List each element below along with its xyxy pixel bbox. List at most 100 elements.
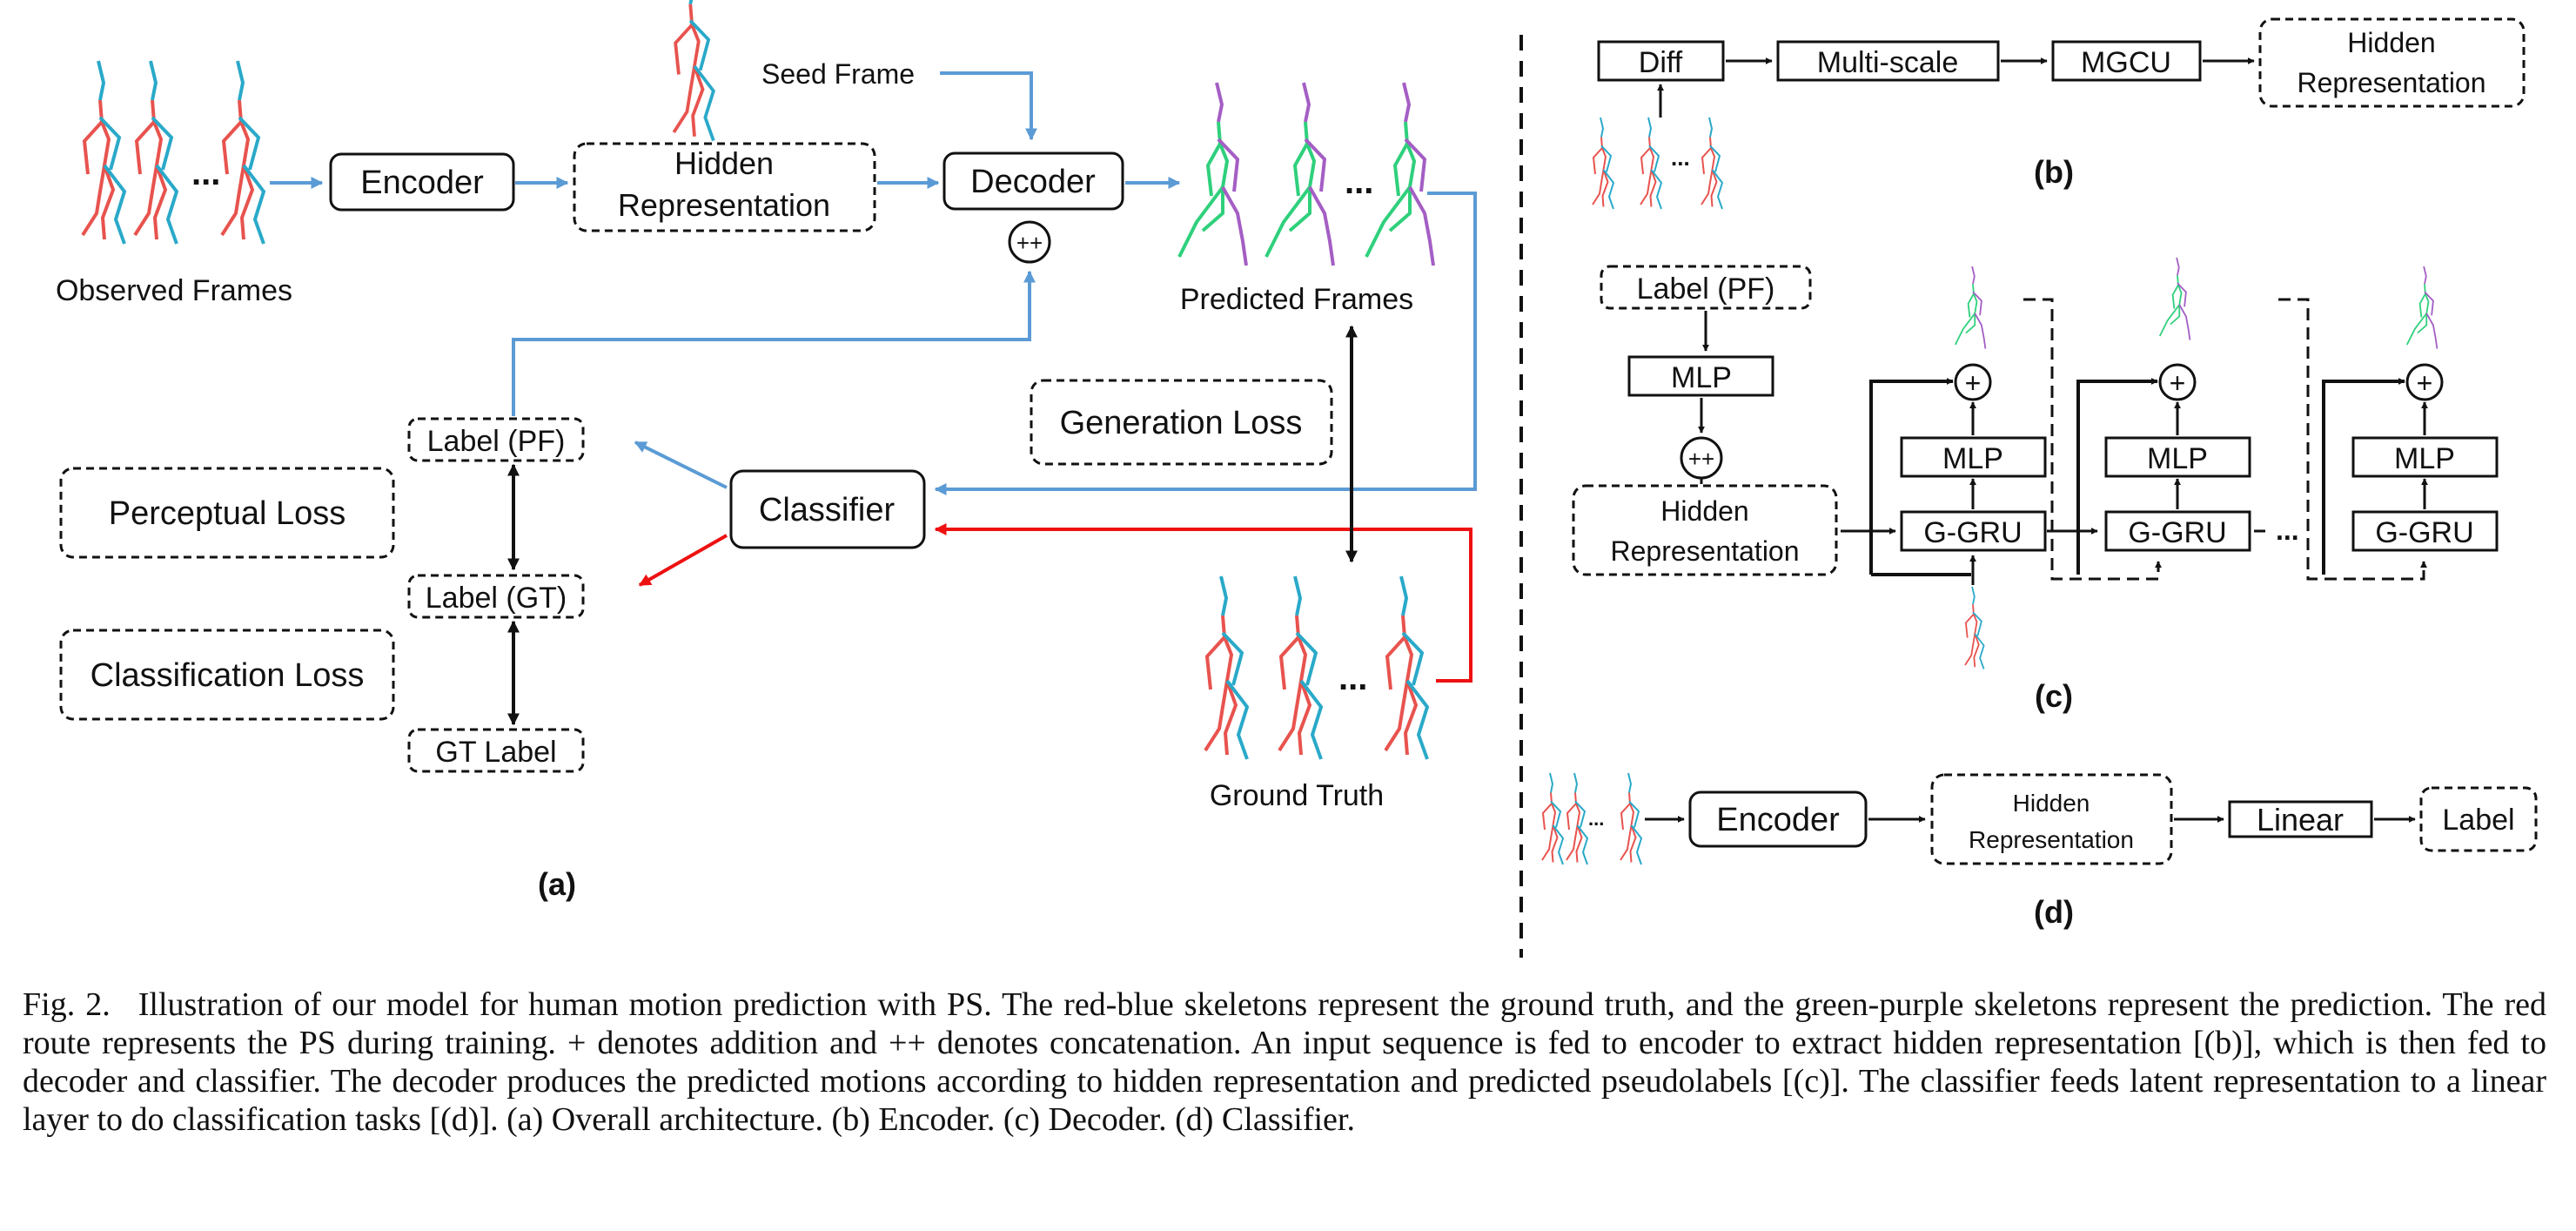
ggru-text-3: G-GRU: [2375, 516, 2473, 549]
feedback-1: [2023, 298, 2162, 581]
d-skeleton-3: [1620, 772, 1642, 865]
label-pf-box: [407, 417, 585, 462]
d-linear-box: [2228, 800, 2373, 838]
panel-a-label: (a): [538, 866, 576, 902]
c-pred-skeleton-3: [2405, 266, 2438, 350]
groundtruth-skeleton-2: [1278, 575, 1323, 761]
c-ellipsis: ...: [2276, 515, 2299, 546]
arrow-predicted-to-classifier: [934, 192, 1477, 495]
b-skeleton-3: [1701, 117, 1723, 210]
generation-loss-label: Generation Loss: [1060, 405, 1303, 441]
gt-label-text: GT Label: [435, 736, 556, 769]
ground-truth-label: Ground Truth: [1210, 779, 1384, 812]
d-hidden-line2: Representation: [1969, 826, 2134, 853]
perceptual-loss-box: [59, 467, 395, 559]
mlp-cell-box-2: [2104, 436, 2251, 478]
c-hidden-line2: Representation: [1610, 535, 1799, 567]
mgcu-label: MGCU: [2081, 46, 2171, 79]
figure-number: Fig. 2.: [23, 986, 111, 1023]
multiscale-box: [1776, 40, 2000, 82]
observed-ellipsis: ...: [191, 154, 220, 192]
c-gt-skeleton-1: [1964, 586, 1985, 670]
mlp-cell-text-1: MLP: [1942, 442, 2003, 475]
c-label-pf-box: [1600, 265, 1812, 310]
plus-circle-3: [2405, 363, 2444, 401]
c-hidden-box: [1572, 484, 1838, 576]
generation-loss-box: [1030, 379, 1333, 466]
plus-circle-1: [1954, 363, 1992, 401]
ggru-box-3: [2351, 510, 2499, 552]
b-hidden-box: [2258, 17, 2526, 108]
d-skeleton-2: [1566, 772, 1588, 865]
observed-frames-label: Observed Frames: [56, 274, 292, 307]
c-pred-skeleton-1: [1954, 266, 1987, 350]
hidden-line1: Hidden: [674, 145, 774, 181]
c-concat-circle: [1680, 436, 1723, 480]
classification-loss-box: [59, 629, 395, 721]
d-encoder-label: Encoder: [1716, 802, 1840, 838]
label-gt-box: [407, 574, 585, 619]
ggru-box-2: [2104, 510, 2251, 552]
multiscale-label: Multi-scale: [1817, 46, 1958, 79]
concat-symbol: ++: [1016, 230, 1043, 256]
predicted-ellipsis: ...: [1345, 163, 1373, 201]
caption-text: Illustration of our model for human moti…: [23, 986, 2547, 1138]
feedback-2: [2278, 298, 2427, 581]
perceptual-loss-label: Perceptual Loss: [109, 495, 346, 532]
skip-connection-2: [2076, 378, 2158, 575]
c-mlp-text: MLP: [1671, 361, 1732, 394]
predicted-skeleton-2: [1265, 81, 1335, 267]
gt-label-box: [407, 728, 585, 773]
panel-b-label: (b): [2034, 154, 2074, 190]
arrow-classifier-to-label-pf: [634, 441, 728, 489]
plus-symbol-2: +: [2170, 367, 2186, 399]
mlp-cell-box-1: [1900, 436, 2047, 478]
d-hidden-box: [1930, 773, 2173, 865]
plus-symbol-1: +: [1965, 367, 1982, 399]
d-label-box: [2419, 786, 2538, 852]
skip-connection-3: [2322, 378, 2405, 575]
groundtruth-skeleton-1: [1204, 575, 1249, 761]
ggru-text-1: G-GRU: [1923, 516, 2022, 549]
c-label-pf-text: Label (PF): [1637, 272, 1775, 306]
architecture-diagram: ... Observed Frames Encoder Hidden Repre…: [56, 0, 2538, 958]
c-pred-skeleton-2: [2158, 257, 2191, 341]
label-gt-text: Label (GT): [426, 582, 567, 615]
label-pf-text: Label (PF): [427, 425, 566, 458]
b-skeleton-2: [1640, 117, 1662, 210]
plus-symbol-3: +: [2417, 367, 2433, 399]
classifier-box: [729, 469, 926, 549]
groundtruth-skeleton-3: [1384, 575, 1429, 761]
seed-frame-label: Seed Frame: [761, 58, 915, 90]
observed-skeleton-2: [133, 59, 178, 246]
ggru-text-2: G-GRU: [2128, 516, 2226, 549]
b-skeleton-1: [1592, 117, 1614, 210]
diff-box: [1597, 40, 1725, 82]
d-encoder-box: [1688, 790, 1868, 848]
d-ellipsis: ...: [1588, 808, 1604, 830]
groundtruth-ellipsis: ...: [1338, 659, 1367, 697]
c-concat-symbol: ++: [1688, 446, 1714, 472]
skip-connection-1: [1869, 378, 1954, 575]
diff-label: Diff: [1639, 46, 1683, 79]
mgcu-box: [2051, 40, 2202, 82]
predicted-frames-label: Predicted Frames: [1180, 283, 1413, 316]
decoder-label: Decoder: [970, 164, 1096, 200]
b-hidden-line1: Hidden: [2347, 27, 2435, 58]
arrow-seed-to-decoder: [940, 71, 1037, 141]
encoder-box: [329, 152, 515, 212]
concat-circle: [1008, 220, 1051, 264]
plus-circle-2: [2158, 363, 2197, 401]
d-label-text: Label: [2442, 804, 2514, 837]
d-skeleton-1: [1541, 772, 1564, 865]
encoder-label: Encoder: [360, 165, 484, 201]
panel-d-label: (d): [2034, 894, 2074, 930]
figure-caption: Fig. 2. Illustration of our model for hu…: [23, 985, 2546, 1139]
arrow-classifier-to-label-gt: [638, 534, 728, 587]
hidden-line2: Representation: [618, 187, 830, 223]
observed-skeleton-1: [81, 59, 126, 246]
classifier-label: Classifier: [759, 492, 896, 528]
seed-frame-skeleton: [672, 0, 715, 143]
arrow-groundtruth-to-classifier: [934, 523, 1472, 683]
mlp-cell-text-2: MLP: [2147, 442, 2208, 475]
